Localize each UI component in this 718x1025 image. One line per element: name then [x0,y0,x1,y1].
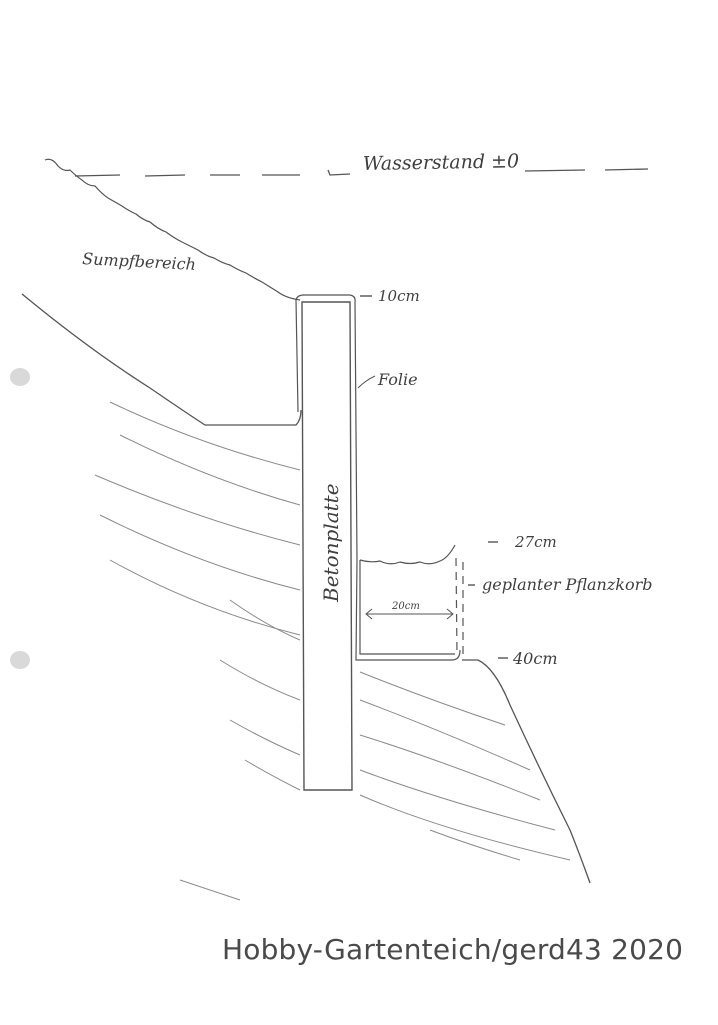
water-level-label: Wasserstand ±0 [363,150,520,175]
punch-hole-top [10,368,30,386]
water-level-line [74,168,649,177]
label-tick-folie [357,375,376,389]
soil-hatching-right [359,671,571,861]
soil-hatching-left [94,401,301,901]
width-20cm-label: 20cm [391,601,420,612]
marsh-bank-line [44,158,301,301]
concrete-slab-outline [301,301,353,791]
width-dimension-arrow [365,608,454,620]
ground-slope-right [462,659,591,884]
watermark-credit: Hobby-Gartenteich/gerd43 2020 [222,933,684,966]
depth-10cm-label: 10cm [378,287,420,305]
liner-line [295,294,461,661]
planted-basket-dashed-side [455,557,464,658]
marsh-zone-label: Sumpfbereich [82,249,197,274]
ground-slope-left [21,293,302,426]
concrete-slab-label: Betonplatte [319,483,343,603]
liner-label: Folie [377,370,418,389]
depth-40cm-label: 40cm [512,649,558,668]
punch-hole-bottom [10,651,30,669]
shelf-outline [359,544,456,655]
planted-basket-label: geplanter Pflanzkorb [482,575,652,594]
depth-27cm-label: 27cm [514,533,557,551]
